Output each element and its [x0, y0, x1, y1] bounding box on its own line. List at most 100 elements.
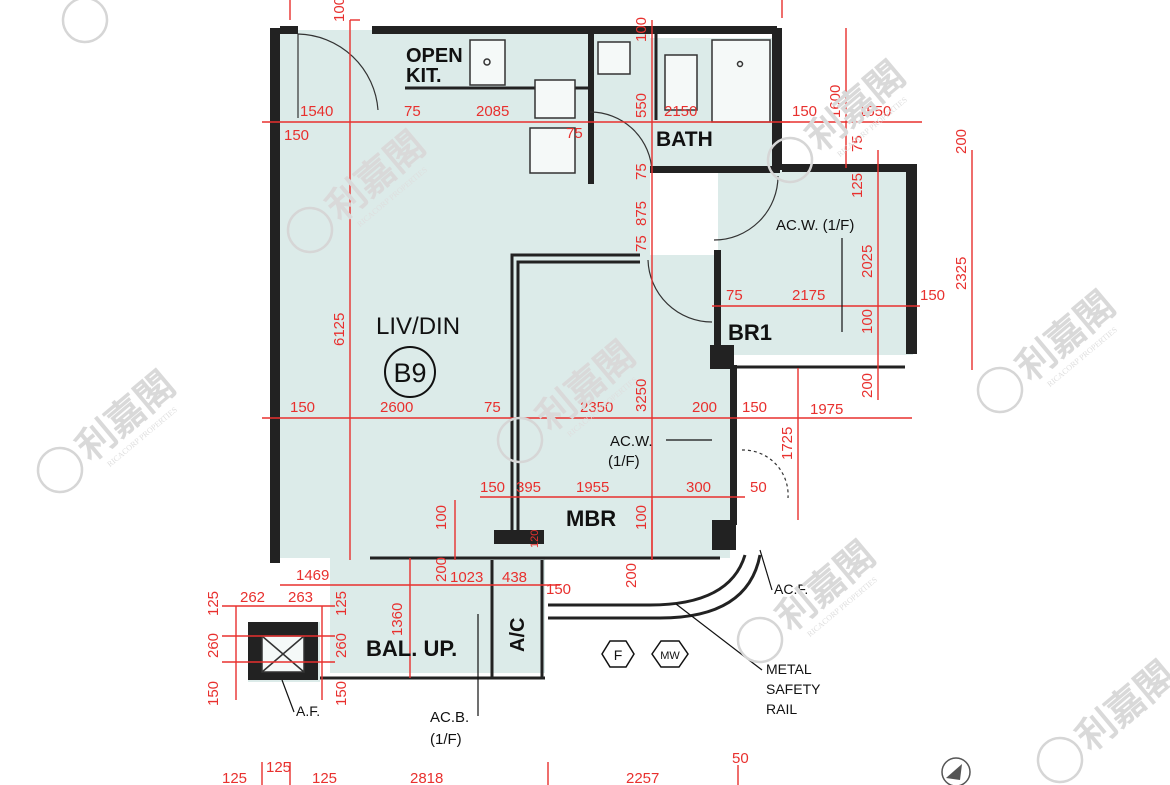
dim-1540: 1540	[300, 103, 333, 120]
watermark-7: 利嘉閣	[1036, 654, 1170, 784]
watermark-3: 利嘉閣 RICACORP PROPERTIES	[736, 534, 884, 664]
entry-door	[297, 33, 379, 118]
dim-1975: 1975	[810, 401, 843, 418]
dim-125-c: 125	[333, 591, 350, 616]
dim-120: 120	[529, 530, 541, 548]
acw-mbr-label-1: AC.W.	[610, 433, 653, 450]
dim-75-d: 75	[633, 163, 650, 180]
dim-75-a: 75	[404, 103, 421, 120]
unit-badge-circle	[384, 346, 436, 398]
label-liv-din: LIV/DIN	[376, 313, 460, 340]
rail-label-1: METAL	[766, 661, 812, 677]
hob	[529, 127, 576, 174]
dim-100-top2: 100	[633, 17, 650, 42]
wall-mbr-east	[730, 365, 737, 525]
dim-300: 300	[686, 479, 711, 496]
label-ac: A/C	[507, 618, 529, 652]
dim-125-a: 125	[849, 173, 866, 198]
wall-mbr-column	[712, 520, 736, 550]
dim-150-a: 150	[284, 127, 309, 144]
br1-door	[713, 175, 779, 241]
dim-150-b: 150	[792, 103, 817, 120]
watermark-brand: 利嘉閣	[1069, 654, 1170, 759]
dim-1725: 1725	[779, 427, 796, 460]
wall-br1-north	[782, 164, 917, 172]
dim-200-d: 200	[433, 557, 450, 582]
bath-door	[589, 111, 653, 173]
dim-150-i: 150	[333, 681, 350, 706]
dim-150-g: 150	[546, 581, 571, 598]
dim-262: 262	[240, 589, 265, 606]
watermark-logo-icon	[1036, 736, 1084, 784]
watermark-5: 利嘉閣 RICACORP PROPERTIES	[976, 284, 1124, 414]
dim-200-b: 200	[859, 373, 876, 398]
dim-2150: 2150	[664, 103, 697, 120]
f-symbol-hex	[601, 640, 635, 668]
dim-1955: 1955	[576, 479, 609, 496]
shower	[711, 39, 771, 123]
dim-875: 875	[633, 201, 650, 226]
dim-6125: 6125	[331, 313, 348, 346]
mbr-door	[647, 259, 713, 323]
wall-north-west	[280, 26, 298, 34]
acw-mbr-label-2: (1/F)	[608, 453, 640, 470]
dim-3250: 3250	[633, 379, 650, 412]
dim-75-b: 75	[566, 125, 583, 142]
dim-100-top: 100	[331, 0, 348, 22]
label-kit: KIT.	[406, 65, 442, 87]
dim-1469: 1469	[296, 567, 329, 584]
mbr-west-wall	[510, 253, 640, 535]
mbr-west-wall-inner	[516, 260, 640, 535]
wall-north-kit	[372, 26, 777, 34]
af-label: A.F.	[296, 703, 320, 719]
dim-1550: 1550	[858, 103, 891, 120]
wall-west	[270, 28, 280, 563]
dim-100-c: 100	[633, 505, 650, 530]
dim-1023: 1023	[450, 569, 483, 586]
dim-2085: 2085	[476, 103, 509, 120]
dim-150-f: 150	[480, 479, 505, 496]
dim-150-e: 150	[742, 399, 767, 416]
dimension-texts: 100 100 1540 75 2085 150 75 550 2150 150…	[205, 0, 970, 785]
dim-550: 550	[633, 93, 650, 118]
watermark-logo-icon	[286, 206, 334, 254]
dim-75-e: 75	[633, 235, 650, 252]
mw-symbol-hex	[651, 640, 689, 668]
dim-1360: 1360	[389, 603, 406, 636]
af-box-x2	[261, 635, 305, 673]
watermark-logo-icon	[496, 416, 544, 464]
dim-150-h: 150	[205, 681, 222, 706]
north-arrow-icon	[941, 757, 971, 785]
wall-bath-east	[772, 28, 782, 170]
dim-100-a: 100	[859, 309, 876, 334]
ac-fill	[490, 558, 545, 673]
dim-200-c: 200	[692, 399, 717, 416]
watermark-logo-icon	[736, 616, 784, 664]
dim-438: 438	[502, 569, 527, 586]
dim-75-c: 75	[849, 135, 866, 152]
dim-200-a: 200	[953, 129, 970, 154]
toilet	[664, 54, 698, 111]
dim-2257: 2257	[626, 770, 659, 785]
mbr-fill	[512, 255, 730, 558]
acf-label: AC.F.	[774, 581, 808, 597]
dim-2175: 2175	[792, 287, 825, 304]
watermark-logo-icon	[976, 366, 1024, 414]
dim-2325: 2325	[953, 257, 970, 290]
dim-75-f: 75	[726, 287, 743, 304]
north-arrow-pointer-icon	[946, 764, 962, 780]
room-labels: OPEN KIT. BATH LIV/DIN B9 BR1 MBR BAL. U…	[366, 45, 772, 661]
dim-200-e: 200	[623, 563, 640, 588]
acf-leader	[759, 549, 773, 591]
doors	[297, 33, 789, 499]
curved-rail	[548, 554, 747, 607]
dim-150-c: 150	[920, 287, 945, 304]
watermark-4: 利嘉閣 RICACORP PROPERTIES	[36, 364, 184, 494]
wall-bath-west	[588, 34, 594, 184]
dim-150-d: 150	[290, 399, 315, 416]
rail-label-3: RAIL	[766, 701, 797, 717]
dim-50-a: 50	[750, 479, 767, 496]
dim-125-d: 125	[222, 770, 247, 785]
f-symbol-text: F	[614, 647, 623, 663]
label-open: OPEN	[406, 45, 463, 67]
